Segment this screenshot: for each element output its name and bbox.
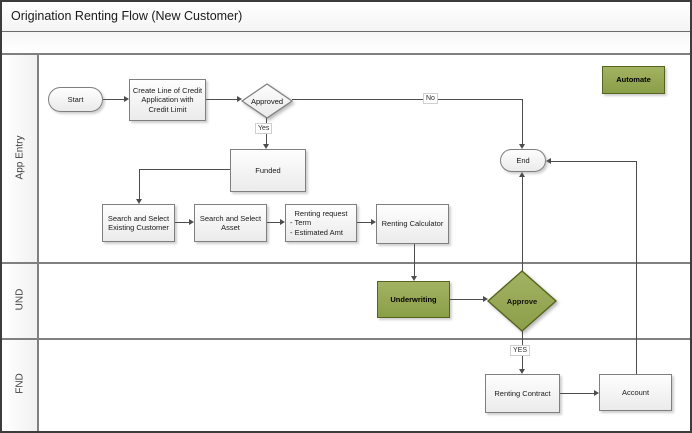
lane-label-column <box>2 55 37 431</box>
connector-account-end <box>636 161 637 374</box>
arrowhead <box>189 219 194 225</box>
connector-approved-no <box>522 99 523 144</box>
lane-column-divider <box>37 55 39 431</box>
connector-request-calculator <box>357 222 372 223</box>
edge-label-no: No <box>423 93 438 104</box>
node-account: Account <box>599 374 672 411</box>
connector-underwriting-approve <box>450 299 484 300</box>
node-start: Start <box>48 87 103 112</box>
connector-create-approved <box>206 99 238 100</box>
node-underwriting: Underwriting <box>377 281 450 318</box>
edge-label-yes-caps: YES <box>510 345 531 356</box>
connector-calculator-underwriting <box>414 244 415 277</box>
node-search-customer: Search and Select Existing Customer <box>102 204 175 242</box>
node-approved-label: Approved <box>250 96 284 106</box>
node-renting-contract: Renting Contract <box>485 374 560 413</box>
node-automate: Automate <box>602 66 665 94</box>
connector-funded-customer <box>139 169 140 200</box>
lane-divider <box>2 262 690 264</box>
connector-funded-customer <box>139 169 230 170</box>
arrowhead <box>519 369 525 374</box>
lane-divider <box>2 338 690 340</box>
lane-label-und: UND <box>14 288 26 311</box>
node-approved-decision: Approved <box>240 83 294 119</box>
phase-band <box>2 32 690 55</box>
arrowhead <box>519 144 525 149</box>
diamond-shape <box>486 270 558 332</box>
connector-contract-account <box>560 393 595 394</box>
lane-label-fnd: FND <box>14 373 26 394</box>
node-renting-calculator: Renting Calculator <box>376 204 449 244</box>
node-create-application: Create Line of Credit Application with C… <box>129 79 206 121</box>
arrowhead <box>519 172 525 177</box>
arrowhead <box>483 296 488 302</box>
arrowhead <box>411 276 417 281</box>
lane-label-app-entry: App Entry <box>14 135 26 180</box>
node-approve-decision: Approve <box>486 269 558 333</box>
arrowhead <box>594 390 599 396</box>
arrowhead <box>371 219 376 225</box>
node-approve-label: Approve <box>506 296 538 306</box>
arrowhead <box>124 96 129 102</box>
node-renting-request: Renting request - Term - Estimated Amt <box>285 204 357 242</box>
arrowhead <box>237 96 242 102</box>
node-funded: Funded <box>230 149 306 192</box>
connector-start-create <box>103 99 125 100</box>
connector-account-end <box>551 161 637 162</box>
diamond-shape <box>240 83 294 119</box>
edge-label-yes: Yes <box>255 123 273 134</box>
connector-approved-no <box>292 99 523 100</box>
arrowhead <box>546 158 551 164</box>
arrowhead <box>280 219 285 225</box>
connector-customer-asset <box>175 222 190 223</box>
node-end: End <box>500 149 546 172</box>
arrowhead <box>263 144 269 149</box>
arrowhead <box>136 199 142 204</box>
diagram-title: Origination Renting Flow (New Customer) <box>2 2 690 32</box>
connector-asset-request <box>267 222 281 223</box>
connector-approve-end <box>522 177 523 271</box>
node-search-asset: Search and Select Asset <box>194 204 267 242</box>
